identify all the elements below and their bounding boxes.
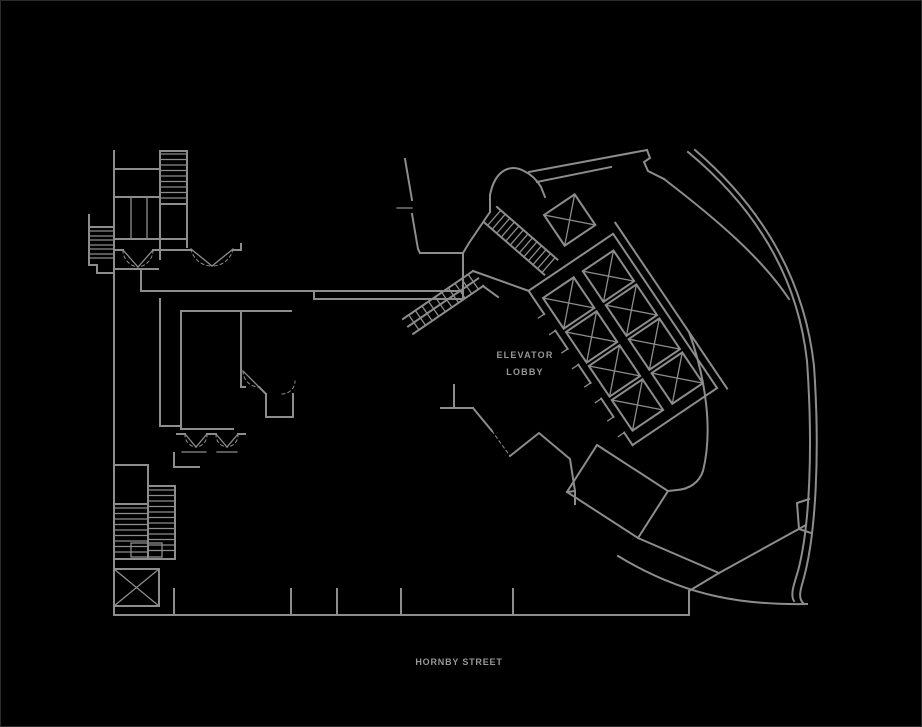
shaft-x-box	[113, 568, 160, 607]
stair-west-small	[88, 214, 115, 274]
street-name-text: HORNBY STREET	[415, 657, 503, 667]
stair-top-left	[113, 150, 188, 260]
elevator-lobby-line1: ELEVATOR	[496, 350, 554, 360]
elevator-lobby-label: ELEVATOR LOBBY	[463, 347, 587, 381]
stair-core	[482, 205, 559, 276]
elevator-lobby-line2: LOBBY	[506, 367, 544, 377]
street-name-label: HORNBY STREET	[397, 654, 521, 671]
stair-bottom-left	[113, 464, 176, 560]
elevator-bank	[527, 221, 729, 447]
core-nose	[396, 148, 666, 255]
escalator-bank	[401, 269, 485, 336]
rotated-room-south	[565, 443, 808, 593]
double-door-east	[190, 248, 234, 267]
corridor-walls	[113, 243, 464, 300]
sail-curves	[616, 148, 818, 606]
lobby-walls	[471, 269, 531, 299]
double-door-west	[122, 249, 154, 268]
elevator-cell-top	[543, 193, 597, 247]
room-block	[159, 298, 296, 468]
south-lobby-walls	[440, 384, 577, 505]
perimeter-walls	[113, 150, 690, 616]
